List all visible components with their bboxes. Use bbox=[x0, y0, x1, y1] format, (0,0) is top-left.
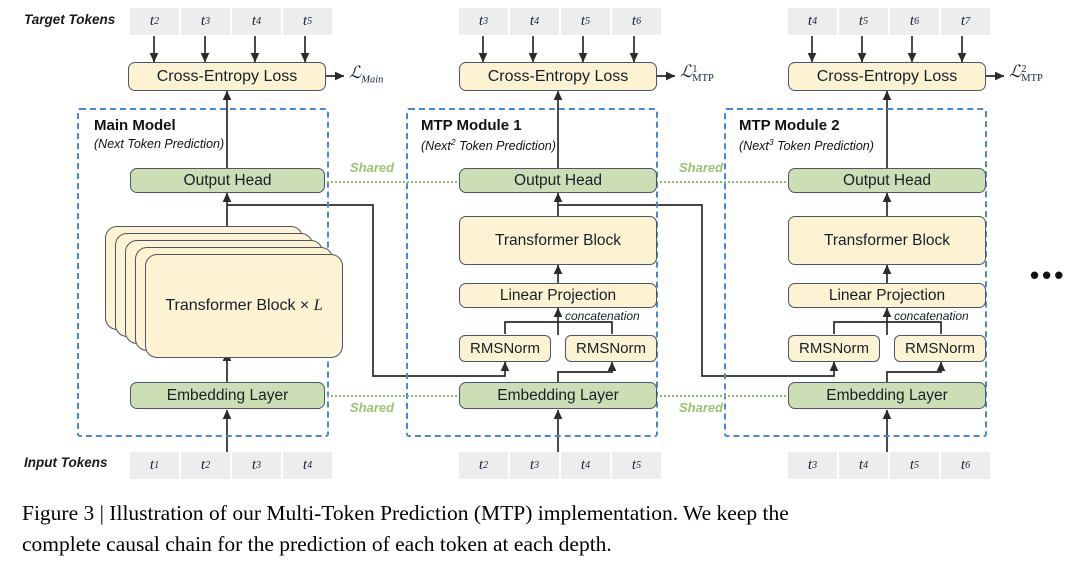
shared-label-emb-1: Shared bbox=[350, 400, 395, 415]
shared-connector-emb-1 bbox=[327, 395, 461, 397]
rmsnorm-right-mtp2[interactable]: RMSNorm bbox=[894, 335, 986, 362]
transformer-block-mtp2[interactable]: Transformer Block bbox=[788, 216, 986, 265]
embedding-layer-mtp2[interactable]: Embedding Layer bbox=[788, 382, 986, 409]
module-frame-mtp1 bbox=[406, 108, 658, 437]
shared-label-head-1: Shared bbox=[350, 160, 395, 175]
rmsnorm-right-mtp1[interactable]: RMSNorm bbox=[565, 335, 657, 362]
transformer-stack-label: Transformer Block × L bbox=[165, 297, 323, 314]
output-head-mtp2[interactable]: Output Head bbox=[788, 168, 986, 193]
module-subtitle-main: (Next Token Prediction) bbox=[94, 137, 225, 151]
stack-card-top: Transformer Block × L bbox=[145, 254, 343, 358]
module-title-mtp1: MTP Module 1 bbox=[421, 117, 522, 134]
loss-symbol-main: ℒMain bbox=[349, 63, 384, 86]
output-head-mtp1[interactable]: Output Head bbox=[459, 168, 657, 193]
rmsnorm-left-mtp2[interactable]: RMSNorm bbox=[788, 335, 880, 362]
concatenation-label-mtp1: concatenation bbox=[565, 309, 640, 323]
output-head-main[interactable]: Output Head bbox=[130, 168, 325, 193]
module-title-main: Main Model bbox=[94, 117, 176, 134]
caption-line-1: Figure 3 | Illustration of our Multi-Tok… bbox=[22, 501, 789, 525]
rmsnorm-left-mtp1[interactable]: RMSNorm bbox=[459, 335, 551, 362]
shared-connector-emb-2 bbox=[656, 395, 790, 397]
transformer-block-mtp1[interactable]: Transformer Block bbox=[459, 216, 657, 265]
continuation-ellipsis: ••• bbox=[1030, 260, 1067, 290]
module-title-mtp2: MTP Module 2 bbox=[739, 117, 840, 134]
linear-projection-mtp2[interactable]: Linear Projection bbox=[788, 283, 986, 308]
shared-label-head-2: Shared bbox=[679, 160, 724, 175]
cross-entropy-loss-mtp1[interactable]: Cross-Entropy Loss bbox=[459, 62, 657, 91]
embedding-layer-main[interactable]: Embedding Layer bbox=[130, 382, 325, 409]
figure-caption: Figure 3 | Illustration of our Multi-Tok… bbox=[22, 498, 1062, 560]
embedding-layer-mtp1[interactable]: Embedding Layer bbox=[459, 382, 657, 409]
shared-connector-head-2 bbox=[656, 181, 790, 183]
cross-entropy-loss-mtp2[interactable]: Cross-Entropy Loss bbox=[788, 62, 986, 91]
module-subtitle-mtp2: (Next3 Token Prediction) bbox=[739, 137, 874, 154]
input-tokens-label: Input Tokens bbox=[24, 455, 108, 470]
connector-wires bbox=[149, 36, 1005, 452]
module-frame-mtp2 bbox=[724, 108, 987, 437]
caption-line-2: complete causal chain for the prediction… bbox=[22, 532, 612, 556]
linear-projection-mtp1[interactable]: Linear Projection bbox=[459, 283, 657, 308]
target-tokens-label: Target Tokens bbox=[24, 12, 116, 27]
cross-entropy-loss-main[interactable]: Cross-Entropy Loss bbox=[128, 62, 326, 91]
module-subtitle-mtp1: (Next2 Token Prediction) bbox=[421, 137, 556, 154]
concatenation-label-mtp2: concatenation bbox=[894, 309, 969, 323]
shared-connector-head-1 bbox=[327, 181, 461, 183]
shared-label-emb-2: Shared bbox=[679, 400, 724, 415]
transformer-stack-main[interactable]: Transformer Block × L bbox=[105, 226, 343, 358]
